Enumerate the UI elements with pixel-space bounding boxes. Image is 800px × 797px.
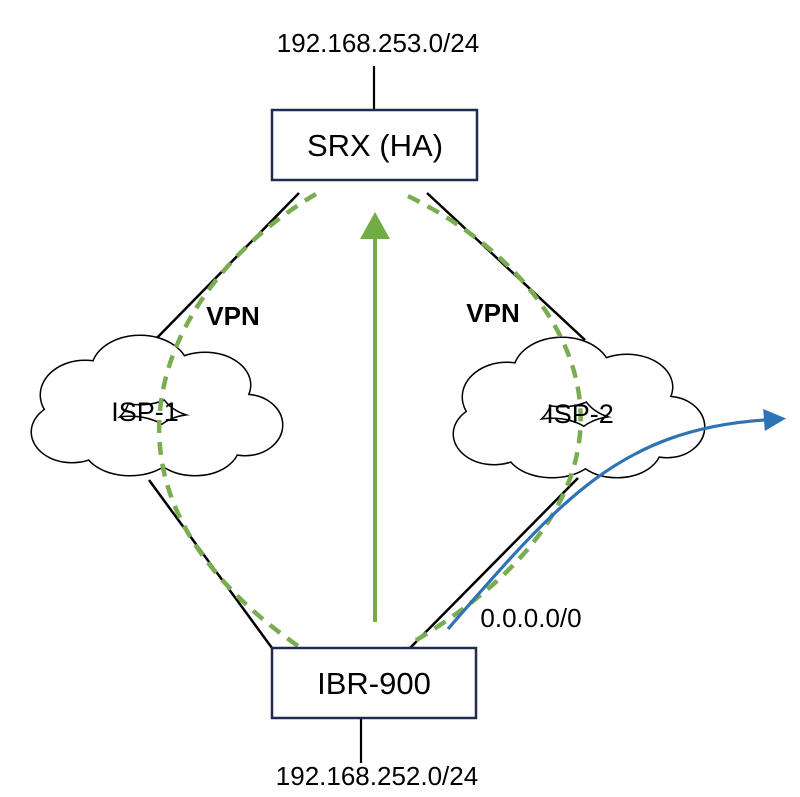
default-route-arrow: [446, 409, 786, 631]
default-route-curve: [446, 418, 765, 631]
isp1-cloud-label: ISP-1: [111, 397, 179, 427]
srx-subnet-label: 192.168.253.0/24: [277, 28, 479, 58]
isp2-cloud: [452, 336, 706, 479]
ibr900-subnet-label: 192.168.252.0/24: [276, 761, 478, 791]
ibr900-node-label: IBR-900: [317, 666, 431, 701]
link-isp2-ibr900: [409, 477, 579, 649]
vpn-traffic-arrow: [360, 212, 390, 622]
vpn-traffic-arrowhead-icon: [360, 212, 390, 239]
srx-node-box: [270, 108, 479, 182]
vpn-tunnel-right-path: [406, 193, 583, 647]
default-route-label: 0.0.0.0/0: [480, 603, 581, 633]
srx-node-label: SRX (HA): [307, 128, 443, 163]
ibr900-node-box: [270, 646, 478, 720]
vpn-tunnel-left-path: [157, 192, 318, 648]
isp2-cloud-body: [454, 338, 704, 477]
vpn-left-label: VPN: [206, 301, 259, 331]
vpn-right-label: VPN: [466, 298, 519, 328]
isp2-cloud-label: ISP-2: [546, 399, 614, 429]
default-route-arrowhead-icon: [763, 409, 786, 431]
